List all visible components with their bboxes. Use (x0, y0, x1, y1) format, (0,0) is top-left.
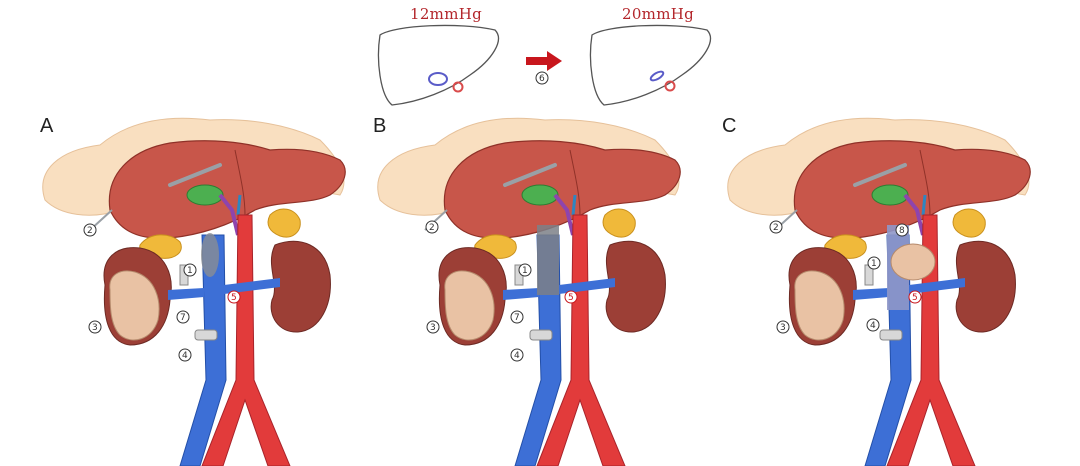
panel-b-label: B (373, 115, 387, 137)
label-3: 3 (92, 323, 98, 333)
pressure-before-label: 12mmHg (410, 5, 483, 23)
label-5: 5 (231, 293, 237, 303)
label-2: 2 (87, 226, 93, 236)
panel-c-label: C (722, 115, 737, 137)
label-1: 1 (522, 266, 528, 276)
label-7: 7 (180, 313, 186, 323)
label-2: 2 (773, 223, 779, 233)
label-4: 4 (514, 351, 520, 361)
pressure-arrow (526, 51, 562, 71)
label-1: 1 (871, 259, 877, 269)
label-8: 8 (899, 226, 905, 236)
label-7: 7 (514, 313, 520, 323)
label-5: 5 (912, 293, 918, 303)
panel-a-anatomy: 1 2 3 4 5 7 (40, 116, 348, 466)
label-3: 3 (430, 323, 436, 333)
panel-c-anatomy: 1 2 3 4 5 8 (725, 116, 1033, 466)
pressure-after-label: 20mmHg (622, 5, 695, 23)
step-6-label: 6 (539, 74, 545, 84)
panel-b-anatomy: 1 2 3 4 5 7 (375, 116, 683, 466)
label-1: 1 (187, 266, 193, 276)
label-2: 2 (429, 223, 435, 233)
panel-a-label: A (40, 115, 54, 137)
label-5: 5 (568, 293, 574, 303)
label-3: 3 (780, 323, 786, 333)
liver-outline-after (589, 24, 712, 106)
liver-outline-before (377, 24, 500, 106)
label-4: 4 (182, 351, 188, 361)
label-4: 4 (870, 321, 876, 331)
